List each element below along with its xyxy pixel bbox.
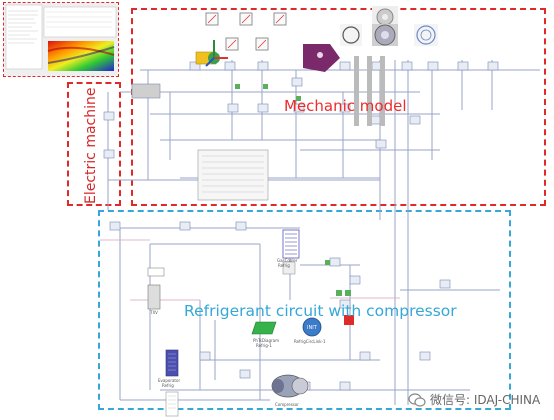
refrig-circ-label: RefrigCircLink-1 (294, 339, 326, 344)
gas-cooler-hx (282, 229, 300, 259)
refrigerant-circuit-region (98, 210, 511, 410)
compressor-3d (271, 374, 309, 398)
electric-machine-region (67, 82, 121, 206)
ph-diagram-label: PhTsDiagram (253, 338, 279, 343)
red-valve (344, 315, 354, 325)
inset-plot-panel (4, 3, 118, 76)
watermark: 微信号: IDAJ-CHINA (408, 391, 540, 408)
mechanic-model-label: Mechanic model (284, 97, 407, 115)
evaporator-label: Evaporator (158, 378, 181, 383)
evaporator-hx (165, 349, 179, 377)
txv-label: TXV (150, 310, 158, 315)
wechat-icon (408, 392, 426, 407)
ph-diagram-icon (251, 321, 277, 335)
watermark-text: 微信号: IDAJ-CHINA (430, 393, 541, 407)
gear-model-3d (195, 40, 228, 67)
parameter-table (197, 149, 269, 201)
electric-machine-label: Electric machine (83, 87, 99, 205)
inset-screenshot (3, 2, 119, 77)
compressor-label: Compressor (275, 402, 299, 407)
mechanical-part-3d (303, 44, 340, 72)
gas-cooler-label: GasCooler (277, 258, 298, 263)
mechanic-model-region (131, 8, 546, 206)
refrigerant-circuit-label: Refrigerant circuit with compressor (184, 302, 457, 320)
txv-valve (147, 284, 161, 310)
bearing-images (340, 6, 438, 46)
svg-text:INIT: INIT (307, 325, 318, 331)
refrig-circ-icon (302, 317, 322, 337)
